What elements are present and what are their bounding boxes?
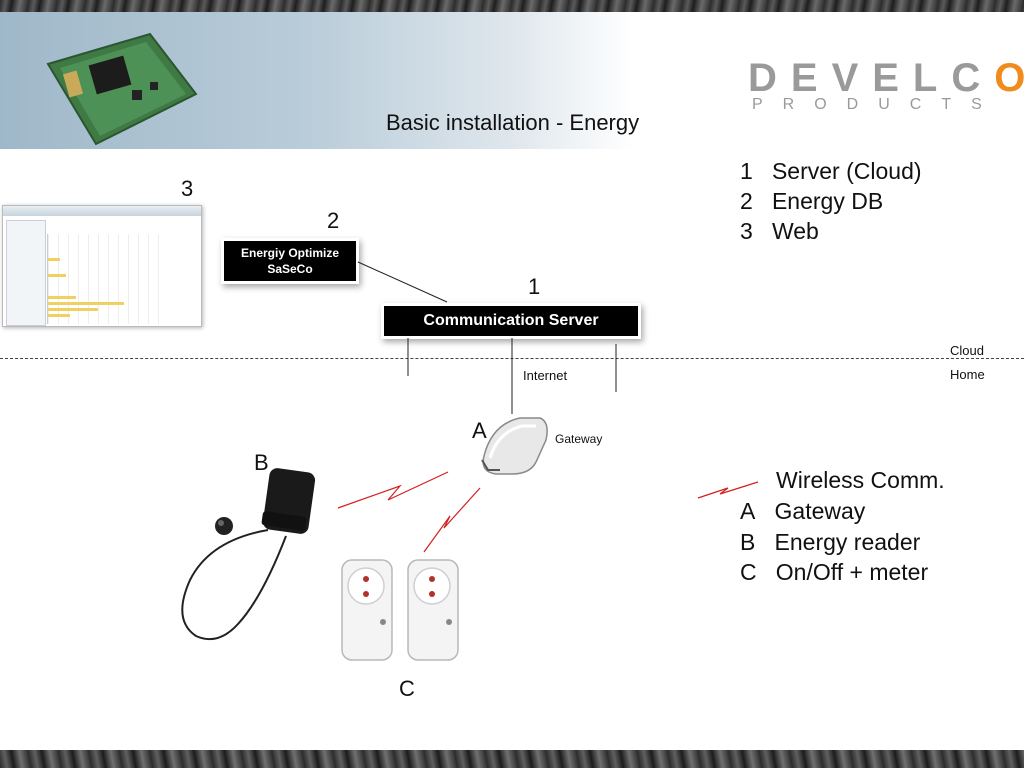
web-sidebar	[6, 220, 46, 326]
legend-text: Gateway	[774, 498, 866, 524]
legend-text: Server (Cloud)	[771, 158, 922, 184]
web-dashboard-thumbnail	[2, 205, 202, 327]
communication-server-box: Communication Server	[384, 306, 638, 336]
top-decorative-stripe	[0, 0, 1024, 12]
marker-a: A	[472, 418, 487, 443]
energy-reader-device	[181, 468, 316, 640]
legend-text: Energy reader	[774, 529, 921, 555]
cloud-home-divider	[0, 358, 1024, 359]
wireless-link-c	[423, 487, 481, 553]
legend-item-3: 3 Web	[740, 218, 819, 245]
marker-b: B	[254, 450, 269, 475]
wireless-link-b	[337, 471, 449, 509]
header-banner	[0, 12, 1024, 149]
logo-subtitle: PRODUCTS	[752, 96, 1002, 113]
legend-key: B	[740, 529, 756, 555]
legend-item-2: 2 Energy DB	[740, 188, 883, 215]
legend-key: A	[740, 498, 756, 524]
legend-key: C	[740, 559, 757, 585]
logo-accent-o: O	[994, 56, 1024, 100]
gateway-device	[481, 417, 548, 475]
home-label: Home	[950, 367, 985, 382]
legend-key: 2	[740, 188, 753, 214]
legend-wireless: Wireless Comm.	[776, 467, 945, 493]
legend-item-c: C On/Off + meter	[740, 559, 928, 586]
circuit-board-image	[46, 32, 198, 146]
legend-item-a: A Gateway	[740, 498, 865, 525]
internet-label: Internet	[523, 368, 568, 383]
gateway-label: Gateway	[555, 432, 603, 446]
smart-plug-right	[407, 559, 459, 661]
wireless-legend-icon	[697, 481, 759, 499]
legend-item-b: B Energy reader	[740, 529, 920, 556]
legend-text: On/Off + meter	[775, 559, 929, 585]
marker-3: 3	[181, 176, 194, 201]
marker-2: 2	[327, 208, 340, 233]
develco-logo: DEVELCO	[748, 56, 1024, 101]
legend-item-1: 1 Server (Cloud)	[740, 158, 922, 185]
marker-1: 1	[528, 274, 541, 299]
logo-main-text: DEVELC	[748, 56, 995, 100]
marker-c: C	[399, 676, 415, 701]
smart-plug-left	[341, 559, 393, 661]
legend-text: Web	[771, 218, 819, 244]
slide-title: Basic installation - Energy	[386, 110, 640, 135]
legend-text: Energy DB	[771, 188, 884, 214]
legend-key: 3	[740, 218, 753, 244]
energy-optimize-box: Energiy Optimize SaSeCo	[224, 241, 356, 281]
cloud-label: Cloud	[950, 343, 984, 358]
db-to-server-connector	[357, 261, 448, 303]
legend-key: 1	[740, 158, 753, 184]
optimize-line1: Energiy Optimize	[240, 246, 340, 260]
bottom-decorative-stripe	[0, 750, 1024, 768]
browser-toolbar	[3, 206, 201, 216]
optimize-line2: SaSeCo	[267, 262, 313, 276]
web-bar-chart-thumbnail	[47, 234, 166, 324]
